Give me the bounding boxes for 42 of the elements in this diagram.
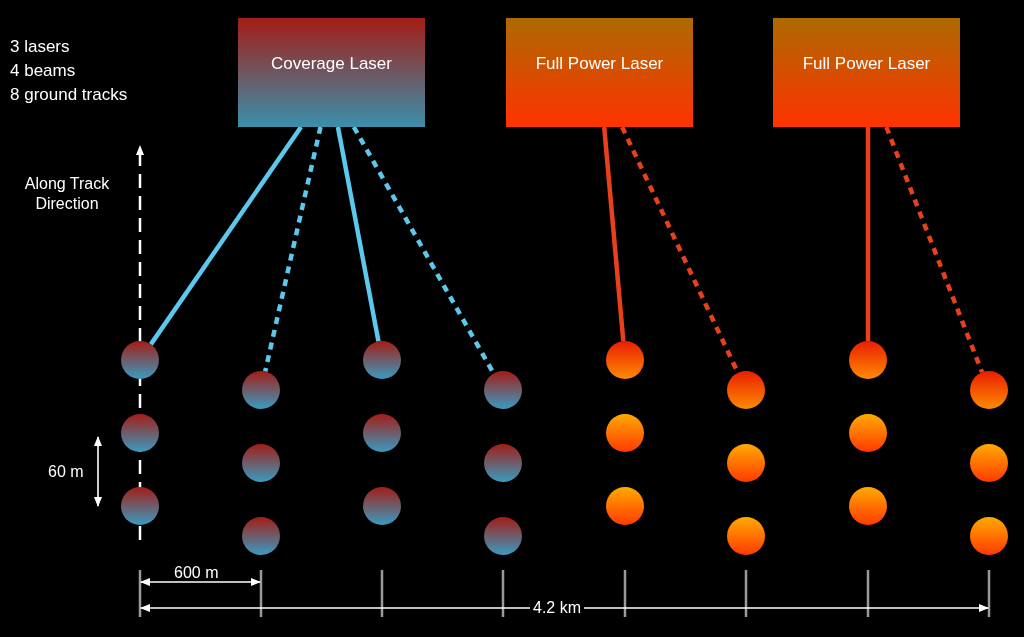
- laser-spot: [242, 444, 280, 482]
- laser-beam: [865, 127, 871, 341]
- laser-spot: [121, 341, 159, 379]
- laser-spot: [121, 414, 159, 452]
- laser-spot: [970, 371, 1008, 409]
- laser-spot: [242, 517, 280, 555]
- dimension-label: 60 m: [48, 462, 84, 482]
- laser-box: [238, 18, 425, 127]
- laser-beam: [263, 126, 323, 372]
- laser-spot: [606, 414, 644, 452]
- summary-text: 3 lasers: [10, 36, 70, 58]
- laser-spot: [970, 517, 1008, 555]
- laser-spot: [484, 371, 522, 409]
- laser-spot: [363, 487, 401, 525]
- laser-spot: [606, 487, 644, 525]
- laser-beam: [884, 126, 985, 374]
- laser-spot: [606, 341, 644, 379]
- summary-text: 4 beams: [10, 60, 76, 82]
- laser-spot: [363, 414, 401, 452]
- summary-text: 8 ground tracks: [10, 84, 128, 106]
- direction-label: Along Track Direction: [23, 174, 111, 214]
- laser-name: Full Power Laser: [535, 53, 664, 74]
- laser-spot: [242, 371, 280, 409]
- laser-spot: [849, 341, 887, 379]
- laser-beam: [148, 125, 303, 346]
- laser-spot: [363, 341, 401, 379]
- laser-spot: [727, 517, 765, 555]
- laser-spot: [484, 444, 522, 482]
- laser-spot: [727, 371, 765, 409]
- laser-spot: [970, 444, 1008, 482]
- laser-beam: [601, 126, 626, 342]
- laser-spot: [121, 487, 159, 525]
- dimension-label: 600 m: [174, 563, 219, 583]
- laser-name: Coverage Laser: [271, 53, 392, 74]
- laser-box: [506, 18, 693, 127]
- laser-name: Full Power Laser: [802, 53, 931, 74]
- laser-spot: [849, 414, 887, 452]
- laser-spot: [727, 444, 765, 482]
- laser-spot: [849, 487, 887, 525]
- laser-beam: [335, 126, 381, 342]
- laser-box: [773, 18, 960, 127]
- laser-spot: [484, 517, 522, 555]
